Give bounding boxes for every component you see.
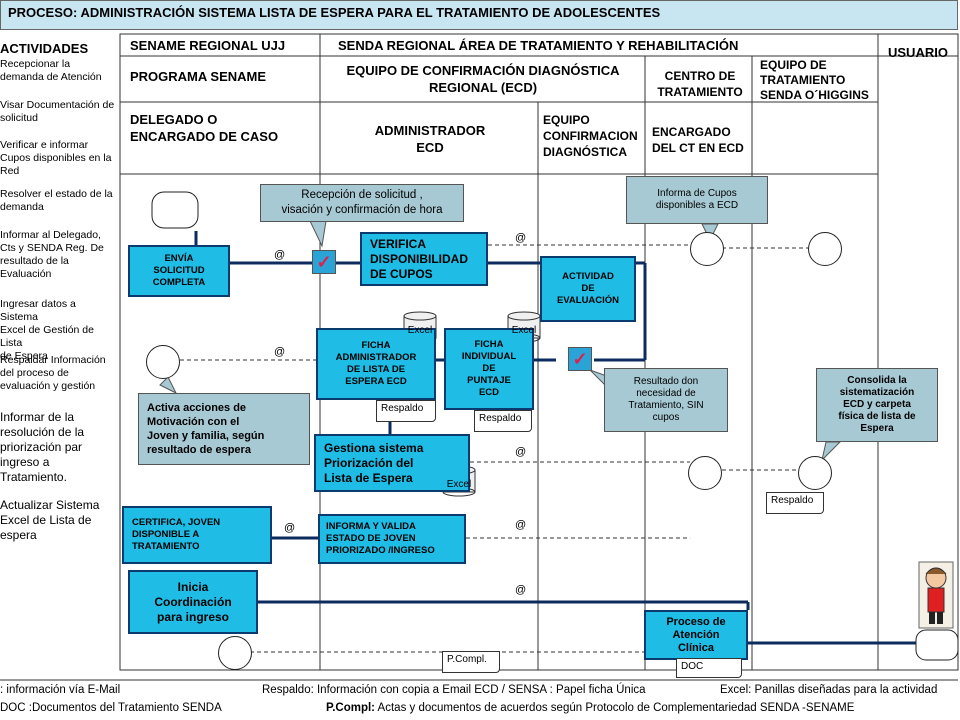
box-ficha-administrador: FICHA ADMINISTRADOR DE LISTA DE ESPERA E… [316, 328, 436, 400]
box-ficha-individual: FICHA INDIVIDUAL DE PUNTAJE ECD [444, 328, 534, 410]
email-marker-icon: @ [515, 519, 527, 531]
email-marker-icon: @ [284, 522, 296, 534]
legend-doc: DOC :Documentos del Tratamiento SENDA [0, 702, 222, 714]
email-marker-icon: @ [515, 232, 527, 244]
header-usuario: USUARIO [888, 45, 948, 60]
box-envia-solicitud: ENVÍA SOLICITUD COMPLETA [128, 245, 230, 297]
callout-consolida: Consolida la sistematización ECD y carpe… [816, 368, 938, 442]
callout-informa-cupos: Informa de Cupos disponibles a ECD [626, 176, 768, 224]
legend-email: : información vía E-Mail [0, 684, 121, 696]
header-delegado: DELEGADO O ENCARGADO DE CASO [130, 112, 279, 144]
email-marker-icon: @ [274, 346, 286, 358]
connector-circle [808, 232, 842, 266]
excel-db-icon: Excel [407, 325, 433, 336]
legend-pcompl-text: Actas y documentos de acuerdos según Pro… [375, 702, 855, 714]
excel-db-icon: Excel [446, 479, 472, 490]
activity-item: Ingresar datos a Sistema Excel de Gestió… [0, 298, 94, 362]
doc-documento: DOC [676, 658, 742, 678]
box-gestiona-sistema: Gestiona sistema Priorización del Lista … [314, 434, 470, 492]
excel-db-icon: Excel [511, 325, 537, 336]
connector-circle [146, 345, 180, 379]
activity-item: Respaldar Información del proceso de eva… [0, 354, 106, 392]
connector-circle [218, 636, 252, 670]
activity-item: Visar Documentación de solicitud [0, 99, 115, 124]
header-encargado-ct: ENCARGADO DEL CT EN ECD [652, 125, 744, 155]
header-centro-tratamiento: CENTRO DE TRATAMIENTO [657, 69, 743, 99]
box-informa-valida: INFORMA Y VALIDA ESTADO DE JOVEN PRIORIZ… [318, 514, 466, 564]
email-marker-icon: @ [515, 584, 527, 596]
activity-item: Recepcionar la demanda de Atención [0, 58, 102, 83]
header-equipo-ecd: EQUIPO DE CONFIRMACIÓN DIAGNÓSTICA REGIO… [346, 63, 620, 95]
activity-item: Verificar e informar Cupos disponibles e… [0, 139, 112, 177]
doc-respaldo: Respaldo [474, 410, 532, 432]
callout-activa-acciones: Activa acciones de Motivación con el Jov… [138, 393, 310, 465]
activity-item: Informar de la resolución de la prioriza… [0, 410, 85, 484]
legend-pcompl-key: P.Compl: [326, 702, 375, 714]
user-figure-icon [918, 561, 954, 629]
header-programa-sename: PROGRAMA SENAME [130, 69, 267, 84]
title-bar [0, 0, 958, 30]
doc-respaldo: Respaldo [766, 492, 824, 514]
connector-circle [688, 456, 722, 490]
box-actividad-evaluacion: ACTIVIDAD DE EVALUACIÓN [540, 256, 636, 322]
check-icon: ✓ [312, 250, 336, 274]
doc-respaldo: Respaldo [376, 400, 436, 422]
box-certifica-joven: CERTIFICA, JOVEN DISPONIBLE A TRATAMIENT… [122, 506, 272, 564]
header-equipo-confirmacion: EQUIPO CONFIRMACION DIAGNÓSTICA [543, 113, 638, 159]
activity-item: Resolver el estado de la demanda [0, 188, 113, 213]
header-activities: ACTIVIDADES [0, 41, 89, 56]
doc-pcompl: P.Compl. [442, 651, 500, 673]
connector-circle [798, 456, 832, 490]
legend-respaldo: Respaldo: Información con copia a Email … [262, 684, 646, 696]
email-marker-icon: @ [274, 249, 286, 261]
box-inicia-coordinacion: Inicia Coordinación para ingreso [128, 570, 258, 634]
callout-resultado: Resultado don necesidad de Tratamiento, … [604, 368, 728, 432]
callout-recepcion: Recepción de solicitud , visación y conf… [260, 184, 464, 222]
legend-pcompl: P.Compl: Actas y documentos de acuerdos … [326, 702, 854, 714]
check-icon: ✓ [568, 347, 592, 371]
header-sename-regional: SENAME REGIONAL UJJ [130, 38, 286, 53]
legend-excel: Excel: Panillas diseñadas para la activi… [720, 684, 938, 696]
header-senda-regional: SENDA REGIONAL ÁREA DE TRATAMIENTO Y REH… [338, 38, 739, 53]
box-verifica-cupos: VERIFICA DISPONIBILIDAD DE CUPOS [360, 232, 488, 286]
header-equipo-tratamiento: EQUIPO DE TRATAMIENTO SENDA O´HIGGINS [760, 58, 869, 102]
activity-item: Actualizar Sistema Excel de Lista de esp… [0, 498, 100, 542]
email-marker-icon: @ [515, 446, 527, 458]
box-proceso-atencion: Proceso de Atención Clínica [644, 610, 748, 660]
page-title: PROCESO: ADMINISTRACIÓN SISTEMA LISTA DE… [8, 5, 661, 20]
connector-circle [690, 232, 724, 266]
header-administrador-ecd: ADMINISTRADOR ECD [374, 123, 486, 155]
activity-item: Informar al Delegado, Cts y SENDA Reg. D… [0, 229, 104, 280]
